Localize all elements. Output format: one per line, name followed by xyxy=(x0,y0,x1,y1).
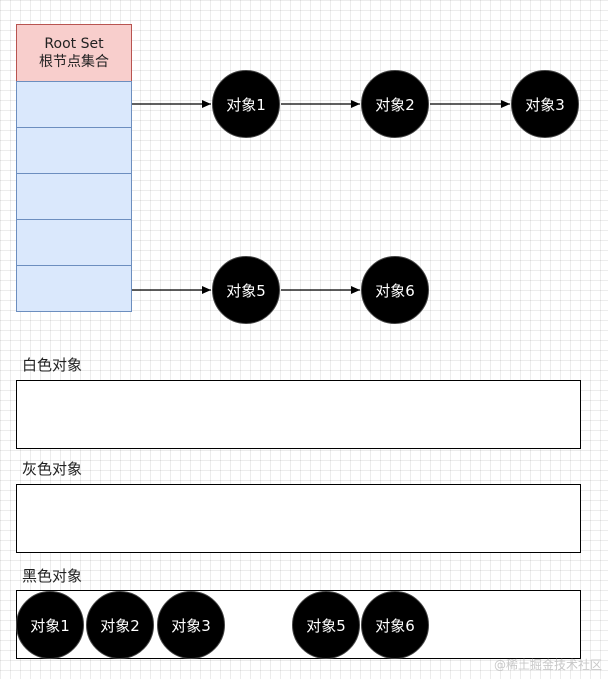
node-obj5-label: 对象5 xyxy=(226,281,266,300)
node-obj2: 对象2 xyxy=(361,70,429,138)
black-set-label: 黑色对象 xyxy=(22,567,83,585)
root-set-header: Root Set 根节点集合 xyxy=(16,24,132,82)
black-set-item-label: 对象5 xyxy=(306,616,346,635)
black-set-item-label: 对象2 xyxy=(100,616,140,635)
node-obj3: 对象3 xyxy=(511,70,579,138)
black-set-item: 对象1 xyxy=(16,591,84,659)
black-set-item: 对象2 xyxy=(86,591,154,659)
white-set-box xyxy=(16,380,581,449)
black-set-item-label: 对象3 xyxy=(171,616,211,635)
root-slot-1 xyxy=(16,81,132,128)
gray-set-label: 灰色对象 xyxy=(22,460,83,478)
black-set-item-label: 对象1 xyxy=(30,616,70,635)
node-obj6-label: 对象6 xyxy=(375,281,415,300)
node-obj1: 对象1 xyxy=(212,70,280,138)
root-set-title: Root Set xyxy=(44,36,104,52)
black-set-item: 对象3 xyxy=(157,591,225,659)
node-obj2-label: 对象2 xyxy=(375,95,415,114)
watermark: @稀土掘金技术社区 xyxy=(493,658,602,672)
white-set-label: 白色对象 xyxy=(22,356,83,374)
black-set-item: 对象6 xyxy=(361,591,429,659)
root-slot-5 xyxy=(16,265,132,312)
root-set: Root Set 根节点集合 xyxy=(16,24,132,312)
black-set-item: 对象5 xyxy=(292,591,360,659)
node-obj3-label: 对象3 xyxy=(525,95,565,114)
node-obj1-label: 对象1 xyxy=(226,95,266,114)
gray-set-box xyxy=(16,484,581,553)
node-obj5: 对象5 xyxy=(212,256,280,324)
black-set-item-label: 对象6 xyxy=(375,616,415,635)
root-slot-2 xyxy=(16,127,132,174)
node-obj6: 对象6 xyxy=(361,256,429,324)
root-set-subtitle: 根节点集合 xyxy=(39,54,109,70)
